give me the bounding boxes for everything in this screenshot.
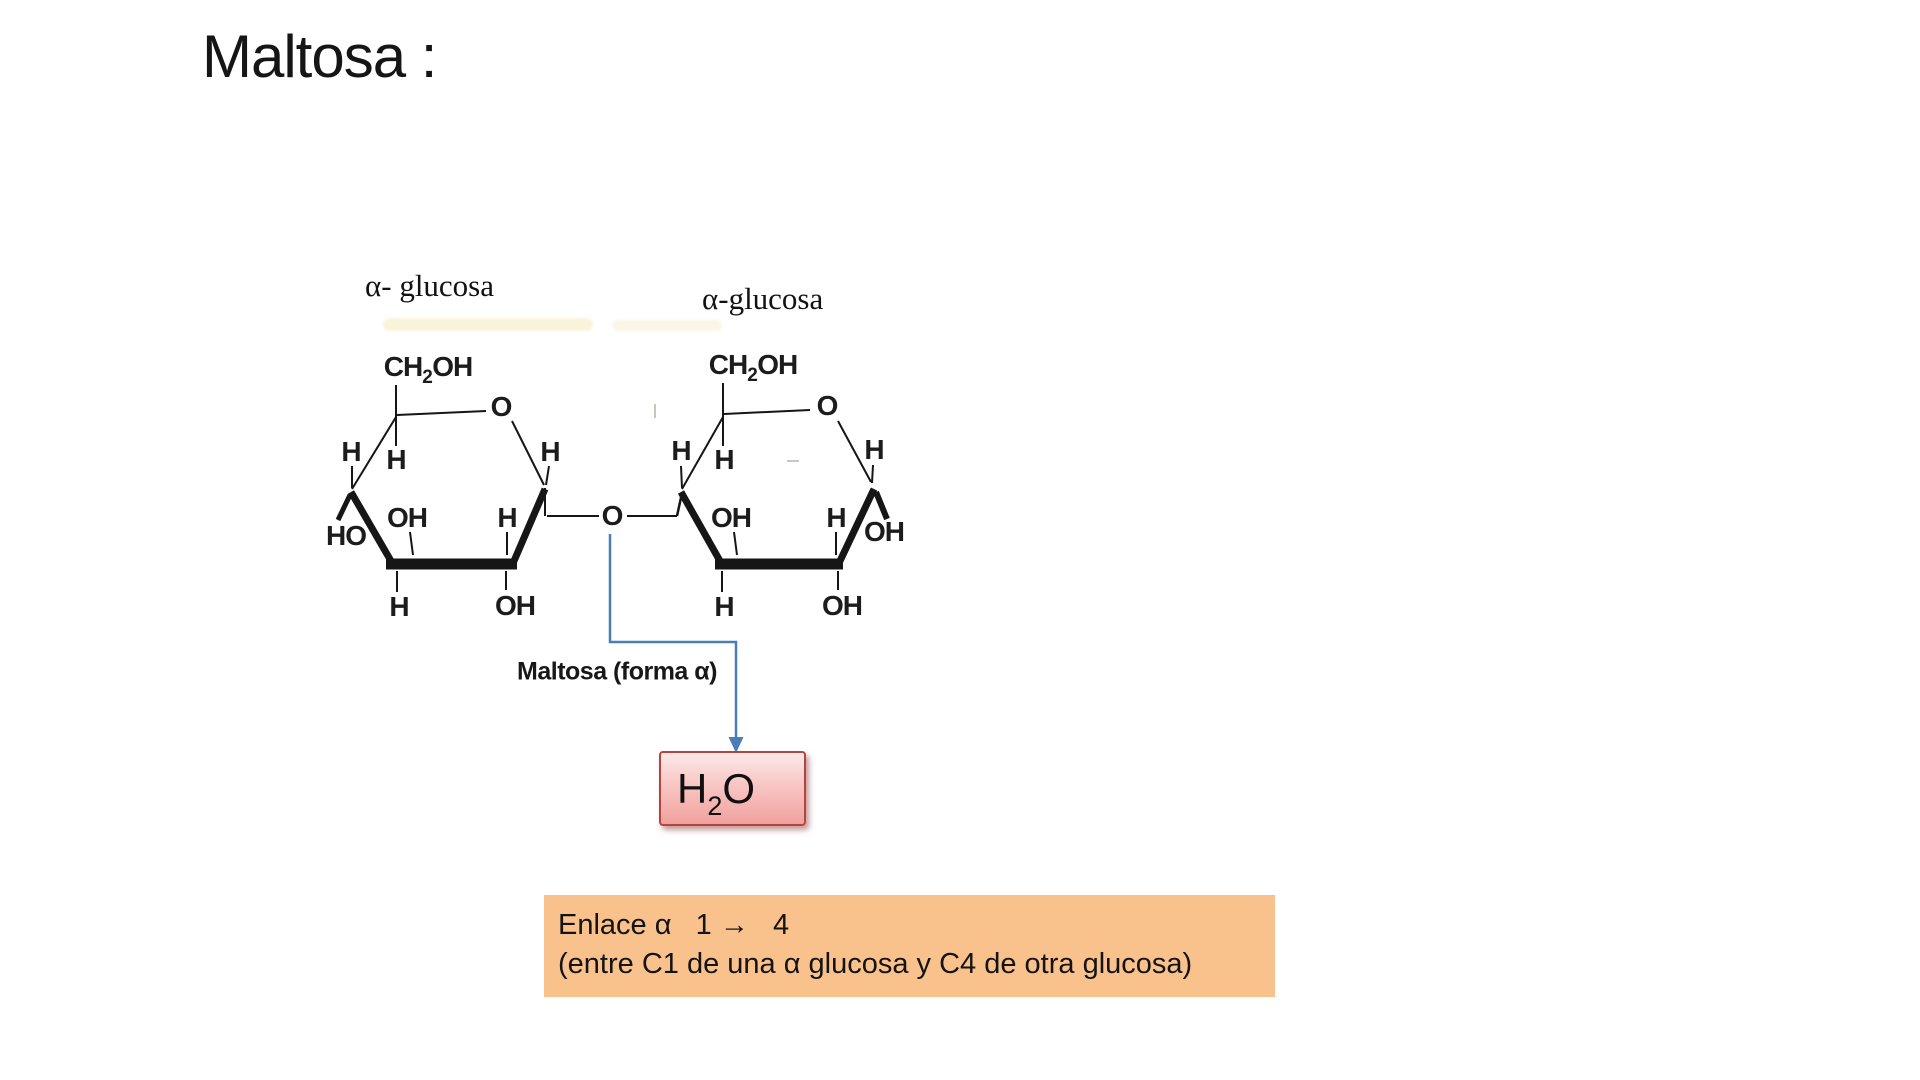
bond [871,464,874,484]
bond [733,531,738,556]
right-h-right-top-label: H [864,434,884,465]
right-ch2oh-sub: 2 [747,365,758,386]
left-ring-oxygen-label: O [490,391,513,422]
glycosidic-oxygen-label: O [601,500,624,531]
left-h-inner-left-label: H [386,444,406,475]
right-oh-outer-label: OH [864,516,905,547]
bond [723,409,811,415]
hydrolysis-arrow [608,534,744,753]
bond [680,465,683,489]
right-ring-oxygen-label: O [816,390,839,421]
right-ch2oh-label: CH2OH [708,349,799,386]
right-ch2oh-post: OH [757,349,798,380]
bond [511,420,545,486]
structure-caption: Maltosa (forma α) [517,657,717,686]
left-h-right-top-label: H [540,436,560,467]
bond [335,493,353,522]
right-ch2oh-pre: CH [708,349,748,380]
right-oh-bottom-label: OH [822,590,863,621]
left-ring-bonds [335,385,599,592]
bond [675,492,684,517]
bond-note-box: Enlace α 1 → 4 (entre C1 de una α glucos… [544,895,1275,997]
bond [409,531,414,556]
right-ring-bonds [627,383,890,592]
arrow-line [608,534,738,745]
left-glucose-label: α- glucosa [365,268,495,303]
water-box: H2O [659,751,806,826]
bond [545,465,550,486]
scan-artifact-smudge [383,318,593,331]
left-oh-inner-label: OH [387,502,428,533]
left-h-outer-left-label: H [341,436,361,467]
ring-front-edge [510,487,549,563]
right-h-bottom-label: H [714,591,734,622]
right-h-inner-right-label: H [826,502,846,533]
right-oh-inner-label: OH [711,502,752,533]
left-ho-outer-label: HO [326,520,367,551]
left-ch2oh-label: CH2OH [383,351,474,388]
water-formula-post: O [722,765,756,812]
water-formula-pre: H [677,765,708,812]
left-oh-bottom-label: OH [495,590,536,621]
bond-note-line2: (entre C1 de una α glucosa y C4 de otra … [558,948,1193,980]
bond [873,490,890,521]
bond-note-line1: Enlace α 1 → 4 [558,909,790,941]
left-ch2oh-post: OH [432,351,473,382]
left-h-bottom-label: H [389,591,409,622]
water-formula: H2O [661,753,804,842]
right-h-inner-left-label: H [714,444,734,475]
right-h-outer-left-label: H [671,435,691,466]
bond [396,410,487,416]
left-ch2oh-pre: CH [383,351,423,382]
left-h-inner-right-label: H [497,502,517,533]
scan-artifact-smudge [612,320,722,331]
water-formula-sub: 2 [707,791,723,821]
right-glucose-label: α-glucosa [702,281,824,316]
left-ch2oh-sub: 2 [422,367,433,388]
slide-title: Maltosa : [202,23,437,90]
